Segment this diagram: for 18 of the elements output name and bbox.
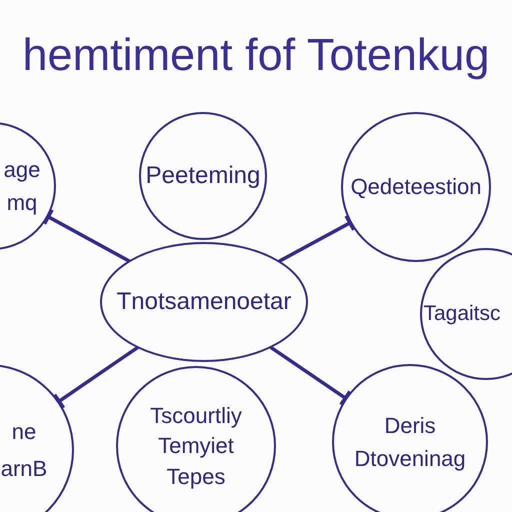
diagram-title: hemtiment fof Totenkug [22, 30, 490, 80]
connector-line [42, 208, 130, 262]
connector-line [278, 214, 356, 263]
node-label: Tscourtliy [150, 403, 242, 428]
connector-line [270, 346, 352, 407]
node-label: age [4, 157, 40, 182]
node-label: ne [12, 419, 36, 444]
node-label: Deris [384, 413, 436, 438]
node-label: Dtoveninag [354, 446, 466, 471]
connector-line [52, 346, 139, 410]
node-label: Tnotsamenoetar [116, 288, 292, 316]
node-label: Tagaitsc [423, 302, 501, 326]
node-label: arnB [0, 456, 48, 481]
node-label: Temyiet [158, 433, 234, 459]
node-label: Peeteming [146, 162, 260, 190]
node-label: mq [6, 190, 38, 215]
node-label: Tepes [166, 464, 226, 489]
node-label: Qedeteestion [350, 174, 482, 200]
